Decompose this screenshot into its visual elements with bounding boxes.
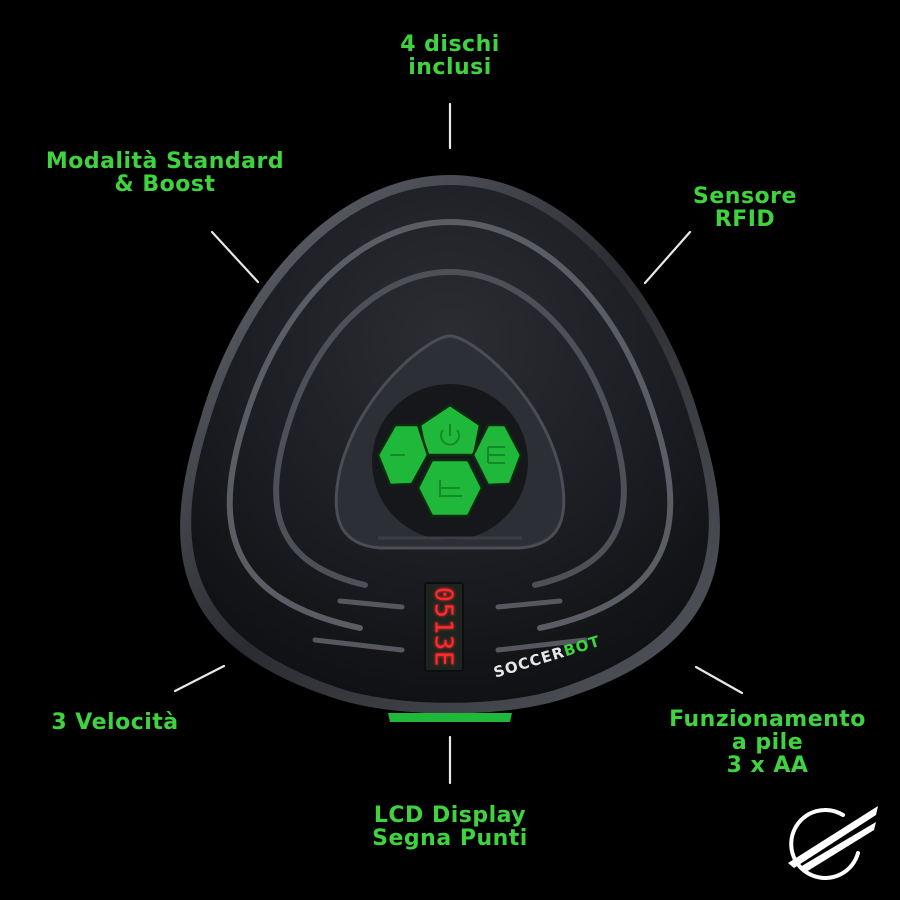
feature-line: Funzionamento <box>669 707 866 732</box>
leader-line-bottom-left <box>173 664 226 693</box>
leader-line-bottom-right <box>694 665 744 695</box>
feature-line: Segna Punti <box>372 826 528 851</box>
feature-line: LCD Display <box>373 803 527 828</box>
feature-line: a pile <box>731 730 804 755</box>
feature-line: Modalità Standard <box>45 149 285 174</box>
power-icon <box>440 429 460 446</box>
feature-line: 4 dischi <box>400 32 500 57</box>
circle-slash-logo-icon <box>788 806 878 880</box>
feature-line: RFID <box>714 207 776 232</box>
leader-lines <box>173 102 744 785</box>
mode-icon <box>439 480 462 497</box>
feature-label-rfid: Sensore RFID <box>675 185 815 231</box>
feature-line: inclusi <box>408 55 492 80</box>
feature-line: Sensore <box>693 184 797 209</box>
button-glyphs <box>390 424 505 497</box>
feature-label-discs: 4 dischi inclusi <box>385 33 515 79</box>
leader-line-top-left <box>210 230 260 284</box>
feature-label-lcd: LCD Display Segna Punti <box>355 804 545 850</box>
feature-line: & Boost <box>114 172 216 197</box>
feature-label-batteries: Funzionamento a pile 3 x AA <box>650 708 885 777</box>
leader-line-top-right <box>643 230 692 285</box>
lcd-scoreboard: 0513E <box>424 582 464 672</box>
menu-icon <box>487 446 505 464</box>
feature-line: 3 Velocità <box>51 710 179 735</box>
lcd-value: 0513E <box>429 586 459 668</box>
feature-label-modes: Modalità Standard & Boost <box>25 150 305 196</box>
feature-label-speeds: 3 Velocità <box>35 711 195 734</box>
feature-line: 3 x AA <box>726 753 809 778</box>
